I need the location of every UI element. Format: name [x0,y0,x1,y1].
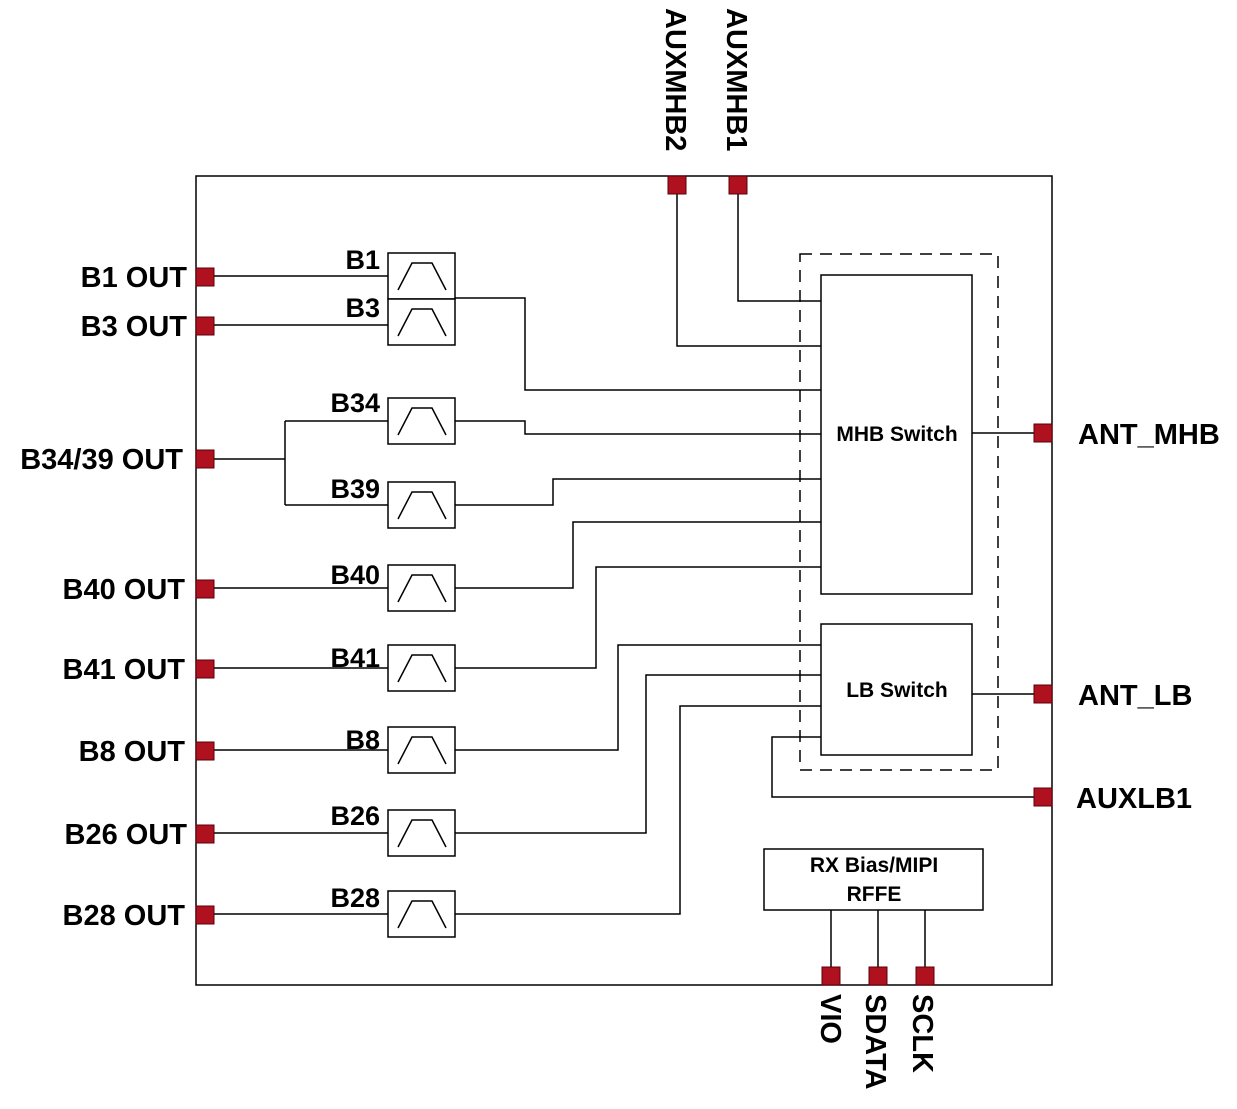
filter-label-b39: B39 [330,474,380,504]
pad-b34-39-out [195,449,215,469]
filter-label-b40: B40 [330,560,380,590]
filter-label-b28: B28 [330,883,380,913]
pad-b1-out [195,267,215,287]
pin-label-auxmhb1: AUXMHB1 [720,8,752,151]
wire-b26-to-lb [455,674,821,834]
filter-label-b8: B8 [345,725,380,755]
pin-label-ant-lb: ANT_LB [1078,680,1192,712]
pin-label-ant-mhb: ANT_MHB [1078,419,1220,451]
wire-auxmhb2 [676,193,821,347]
filter-label-b1: B1 [345,245,380,275]
pin-label-b34-39-out: B34/39 OUT [20,444,183,476]
pad-b41-out [195,659,215,679]
pads [195,175,1053,986]
wire-b34-39-out [214,420,388,506]
filter-label-b26: B26 [330,801,380,831]
pin-label-auxlb1: AUXLB1 [1076,783,1192,815]
pin-label-b8-out: B8 OUT [79,736,186,768]
wire-b1-b3-to-mhb [388,297,821,391]
pin-label-sclk: SCLK [906,994,938,1073]
wire-b41-to-mhb [455,566,821,669]
wire-b28-to-lb [455,705,821,915]
filter-label-b34: B34 [330,388,380,418]
filter-b41 [387,644,456,692]
lb-switch-block [820,623,973,756]
pad-vio [821,966,841,986]
wire-b8-to-lb [455,644,821,751]
pin-label-b3-out: B3 OUT [81,311,188,343]
mhb-switch-block [820,274,973,595]
filter-b34 [387,397,456,445]
pad-auxlb1 [1033,787,1053,807]
pin-label-sdata: SDATA [859,994,891,1090]
control-label-line2: RFFE [847,883,902,906]
pad-ant-lb [1033,684,1053,704]
wire-b39-to-mhb [455,478,821,506]
pad-auxmhb2 [667,175,687,195]
control-block [763,848,984,911]
lb-switch-label: LB Switch [846,679,948,702]
pad-b40-out [195,579,215,599]
pad-sdata [868,966,888,986]
filter-b28 [387,890,456,938]
pad-b8-out [195,741,215,761]
pad-b3-out [195,316,215,336]
pin-label-b40-out: B40 OUT [63,574,186,606]
pin-label-b28-out: B28 OUT [63,900,186,932]
mhb-switch-label: MHB Switch [836,423,957,446]
pad-sclk [915,966,935,986]
pin-label-b1-out: B1 OUT [81,262,188,294]
pad-ant-mhb [1033,423,1053,443]
filter-b8 [387,726,456,774]
pin-label-b26-out: B26 OUT [65,819,188,851]
pin-label-vio: VIO [814,994,846,1044]
filter-b40 [387,564,456,612]
control-label-line1: RX Bias/MIPI [810,854,938,877]
filter-b3 [387,298,456,346]
wire-b34-to-mhb [455,420,821,435]
filter-label-b41: B41 [330,643,380,673]
filter-b39 [387,481,456,529]
wire-b40-to-mhb [455,521,821,589]
filter-label-b3: B3 [345,293,380,323]
wire-auxlb1 [771,736,1034,798]
wire-auxmhb1 [737,193,821,302]
wires [214,193,1034,967]
pin-label-b41-out: B41 OUT [63,654,186,686]
switch-module-boundary [799,253,999,771]
pad-b28-out [195,905,215,925]
pin-label-auxmhb2: AUXMHB2 [659,8,691,151]
pad-auxmhb1 [728,175,748,195]
filter-b1 [387,252,456,300]
pad-b26-out [195,824,215,844]
filter-b26 [387,809,456,857]
